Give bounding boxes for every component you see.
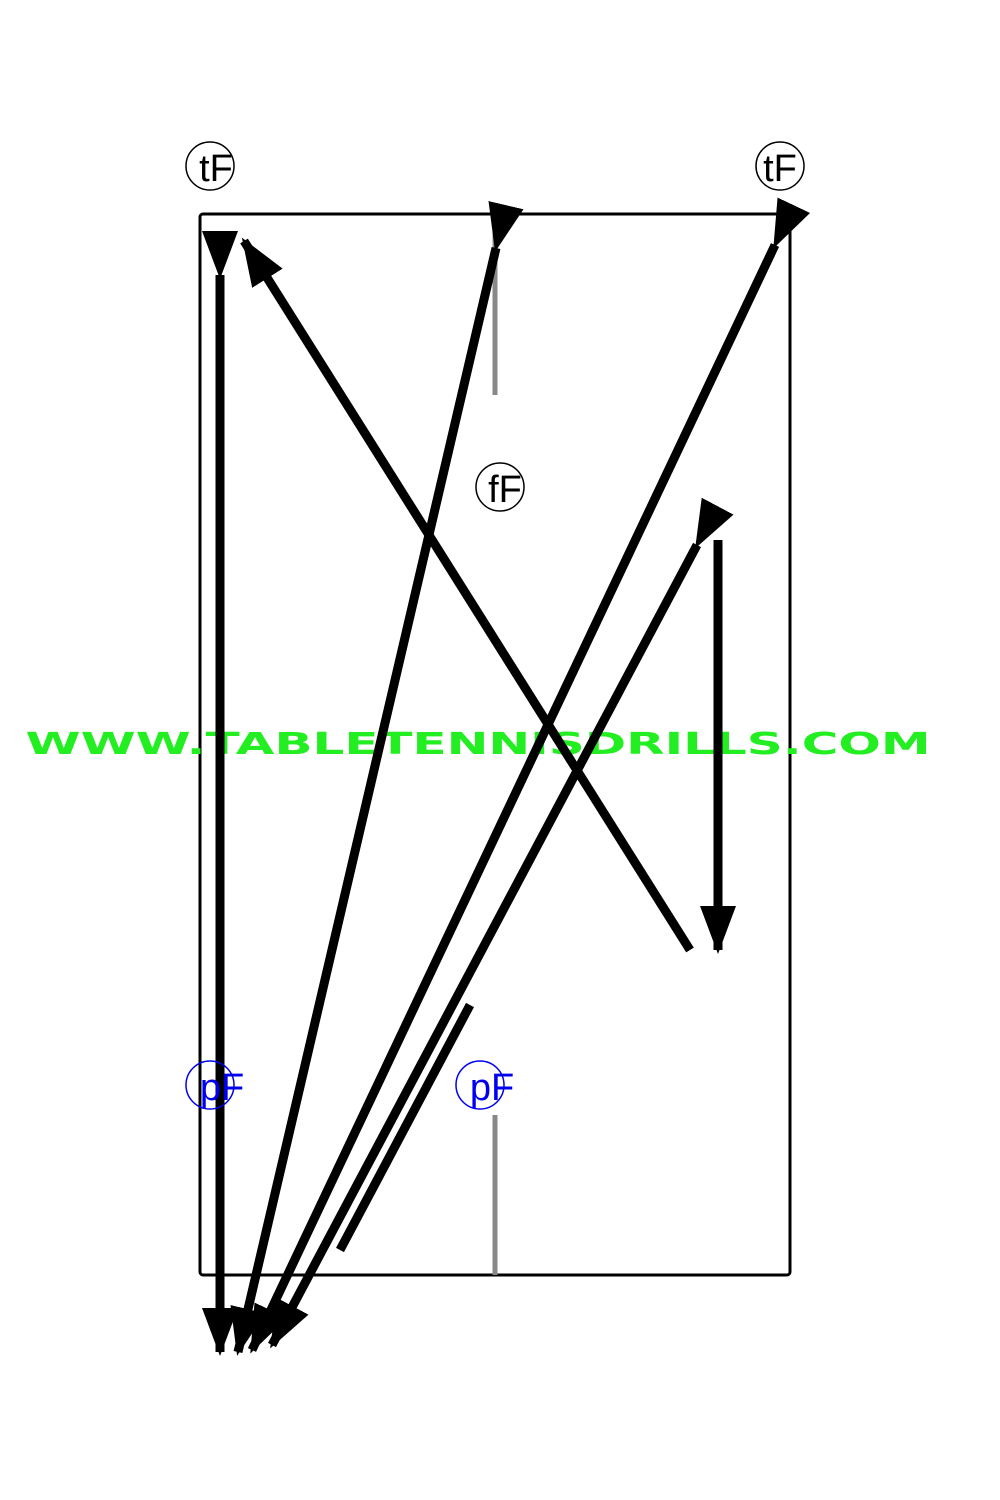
player-top-left: tF xyxy=(185,141,235,191)
line-bottom-stub xyxy=(336,1002,474,1253)
player-bottom-middle: pF xyxy=(455,1060,514,1110)
player-top-left-label: tF xyxy=(199,148,233,190)
player-middle-label: fF xyxy=(488,469,522,511)
player-top-right: tF xyxy=(755,141,805,191)
arrow-to-bottom-left-3 xyxy=(268,497,734,1349)
player-middle: fF xyxy=(475,462,525,512)
player-bottom-left: pF xyxy=(185,1060,244,1110)
arrow-diagonal-top-left xyxy=(240,237,694,953)
player-bottom-middle-label: pF xyxy=(470,1067,514,1109)
watermark-text: WWW.TABLETENNISDRILLS.COM xyxy=(26,727,931,762)
arrow-to-bottom-left-1 xyxy=(230,201,524,1356)
arrows xyxy=(202,197,811,1356)
player-top-right-label: tF xyxy=(763,148,797,190)
arrow-to-bottom-left-2 xyxy=(247,197,811,1354)
player-bottom-left-label: pF xyxy=(200,1067,244,1109)
